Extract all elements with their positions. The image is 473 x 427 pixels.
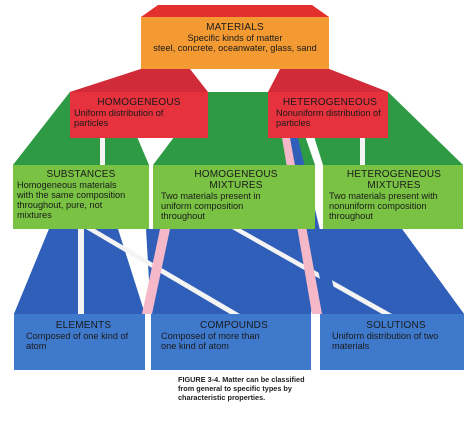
compounds-title: COMPOUNDS bbox=[200, 320, 268, 331]
materials-face bbox=[141, 17, 329, 69]
hmix-face bbox=[153, 165, 315, 229]
connector-hetero-hetmix bbox=[360, 138, 365, 165]
hmix-line1: Two materials present in bbox=[161, 191, 261, 201]
level4-prisms bbox=[14, 229, 464, 370]
hmix-title1: HOMOGENEOUS bbox=[194, 169, 278, 180]
elements-line1: Composed of one kind of bbox=[26, 331, 129, 341]
node-heterogeneous-mixtures: HETEROGENEOUS MIXTURES Two materials pre… bbox=[323, 165, 463, 229]
level1-prism bbox=[141, 5, 329, 17]
substances-line4: mixtures bbox=[17, 210, 52, 221]
heterogeneous-line1: Nonuniform distribution of bbox=[276, 108, 381, 118]
caption-label: FIGURE 3-4. bbox=[178, 375, 221, 384]
materials-line1: Specific kinds of matter bbox=[187, 33, 283, 43]
elements-line2: atom bbox=[26, 341, 47, 352]
hetmix-line2: nonuniform composition bbox=[329, 201, 427, 212]
compounds-line1: Composed of more than bbox=[161, 331, 260, 341]
solutions-face bbox=[320, 314, 464, 370]
homogeneous-title: HOMOGENEOUS bbox=[97, 97, 181, 108]
connector-substances-compounds bbox=[86, 229, 240, 314]
heterogeneous-face bbox=[268, 92, 388, 138]
hetmix-title2: MIXTURES bbox=[367, 180, 421, 191]
hmix-title2: MIXTURES bbox=[209, 180, 263, 191]
node-substances: SUBSTANCES Homogeneous materials with th… bbox=[13, 165, 149, 229]
hetmix-line3: throughout bbox=[329, 211, 373, 222]
connector-hmix-pink bbox=[142, 229, 170, 314]
substances-line1: Homogeneous materials bbox=[17, 180, 117, 190]
solutions-line2: materials bbox=[332, 341, 370, 352]
node-solutions: SOLUTIONS Uniform distribution of two ma… bbox=[320, 314, 464, 370]
materials-line2: steel, concrete, oceanwater, glass, sand bbox=[153, 43, 317, 54]
heterogeneous-title: HETEROGENEOUS bbox=[282, 97, 378, 108]
node-materials: MATERIALS Specific kinds of matter steel… bbox=[141, 17, 329, 69]
hmix-line3: throughout bbox=[161, 211, 205, 222]
hmix-line2: uniform composition bbox=[161, 201, 244, 212]
node-homogeneous: HOMOGENEOUS Uniform distribution of part… bbox=[70, 92, 208, 138]
compounds-face bbox=[151, 314, 311, 370]
compounds-line2: one kind of atom bbox=[161, 341, 229, 352]
substances-line3: throughout, pure, not bbox=[17, 200, 103, 211]
compounds-prism-top bbox=[146, 229, 318, 314]
elements-title: ELEMENTS bbox=[55, 320, 112, 331]
elements-face bbox=[14, 314, 145, 370]
heterogeneous-line2: particles bbox=[276, 118, 311, 129]
hetmix-face bbox=[323, 165, 463, 229]
materials-prism-top bbox=[141, 5, 329, 17]
caption-text: Matter can be classified from general to… bbox=[178, 375, 305, 402]
substances-title: SUBSTANCES bbox=[46, 169, 116, 180]
figure-caption: FIGURE 3-4. Matter can be classified fro… bbox=[178, 375, 313, 403]
connector-substances-elements bbox=[78, 229, 84, 314]
node-compounds: COMPOUNDS Composed of more than one kind… bbox=[151, 314, 311, 370]
node-heterogeneous: HETEROGENEOUS Nonuniform distribution of… bbox=[268, 92, 388, 138]
front-faces bbox=[13, 17, 464, 370]
substances-face bbox=[13, 165, 149, 229]
materials-title: MATERIALS bbox=[206, 22, 264, 33]
solutions-prism-top bbox=[300, 229, 464, 314]
homogeneous-face bbox=[70, 92, 208, 138]
solutions-line1: Uniform distribution of two bbox=[332, 331, 439, 341]
substances-line2: with the same composition bbox=[17, 190, 126, 201]
node-elements: ELEMENTS Composed of one kind of atom bbox=[14, 314, 145, 370]
node-homogeneous-mixtures: HOMOGENEOUS MIXTURES Two materials prese… bbox=[153, 165, 315, 229]
homogeneous-line2: particles bbox=[74, 118, 109, 129]
solutions-title: SOLUTIONS bbox=[366, 320, 426, 331]
homogeneous-line1: Uniform distribution of bbox=[74, 108, 164, 118]
hetmix-line1: Two materials present with bbox=[329, 191, 438, 201]
hetmix-title1: HETEROGENEOUS bbox=[346, 169, 442, 180]
connector-homog-substances bbox=[100, 138, 105, 165]
